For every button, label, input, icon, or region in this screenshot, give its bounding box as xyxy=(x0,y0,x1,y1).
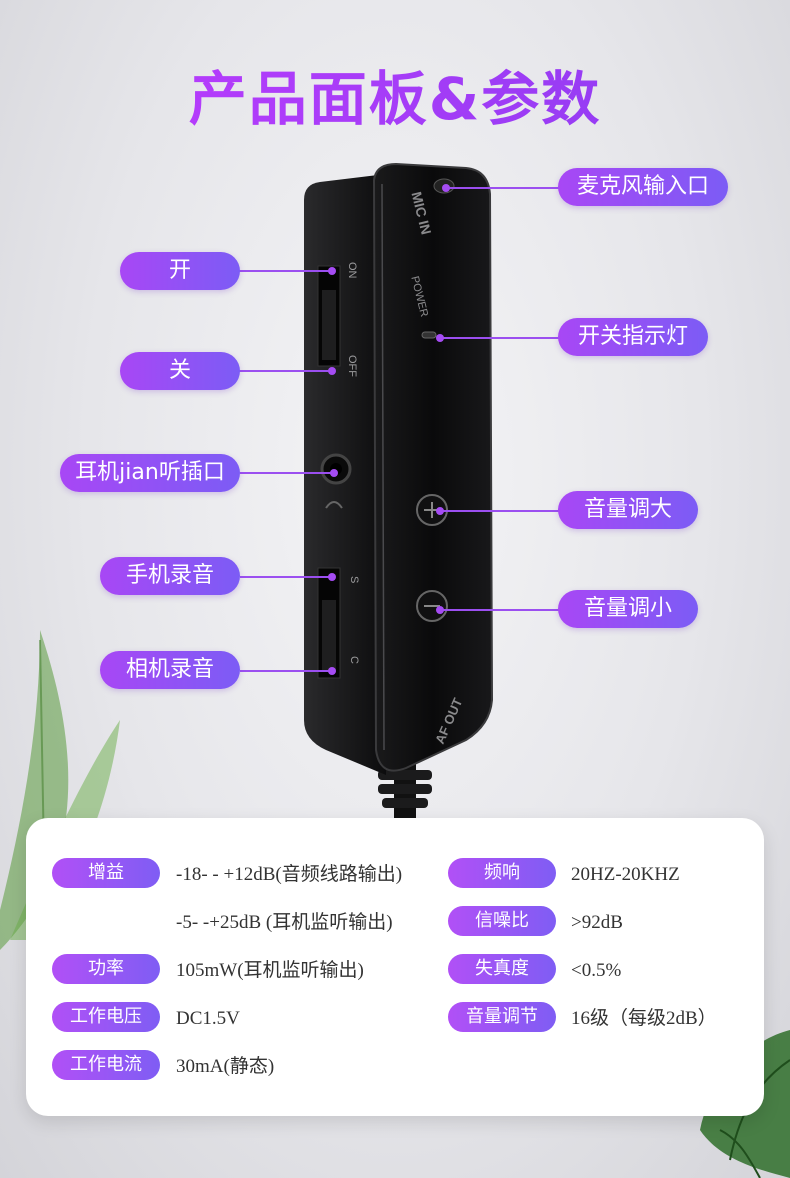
volume-up-callout-line xyxy=(440,510,560,512)
spec-label-voltage: 工作电压 xyxy=(52,1002,160,1032)
on-label: 开 xyxy=(120,252,240,290)
camera-record-label: 相机录音 xyxy=(100,651,240,689)
device-s-text: S xyxy=(348,576,360,584)
headphone-callout-dot xyxy=(330,469,338,477)
mic-input-callout-dot xyxy=(442,184,450,192)
device-on-text: ON xyxy=(346,262,358,279)
phone-record-label: 手机录音 xyxy=(100,557,240,595)
spec-value-volume-steps: 16级（每级2dB） xyxy=(571,1008,717,1029)
page-title: 产品面板&参数 xyxy=(0,52,790,136)
on-callout-line xyxy=(238,270,332,272)
spec-label-frequency: 频响 xyxy=(448,858,556,888)
volume-down-label: 音量调小 xyxy=(558,590,698,628)
spec-label-power: 功率 xyxy=(52,954,160,984)
camera-record-callout-line xyxy=(240,670,332,672)
device-panel xyxy=(304,162,494,820)
spec-card: 增益 -18- - +12dB(音频线路输出) -5- -+25dB (耳机监听… xyxy=(26,818,764,1116)
spec-value-frequency: 20HZ-20KHZ xyxy=(571,864,680,885)
spec-value-power: 105mW(耳机监听输出) xyxy=(176,960,364,981)
phone-record-callout-dot xyxy=(328,573,336,581)
volume-down-callout-line xyxy=(440,609,560,611)
device-off-text: OFF xyxy=(346,355,358,377)
power-led-label: 开关指示灯 xyxy=(558,318,708,356)
off-label: 关 xyxy=(120,352,240,390)
spec-label-snr: 信噪比 xyxy=(448,906,556,936)
spec-value-gain-headphone: -5- -+25dB (耳机监听输出) xyxy=(176,912,393,933)
spec-value-current: 30mA(静态) xyxy=(176,1056,275,1077)
off-callout-dot xyxy=(328,367,336,375)
off-callout-line xyxy=(238,370,332,372)
spec-value-voltage: DC1.5V xyxy=(176,1008,240,1029)
spec-value-snr: >92dB xyxy=(571,912,623,933)
volume-down-callout-dot xyxy=(436,606,444,614)
mic-input-callout-line xyxy=(446,187,560,189)
volume-up-callout-dot xyxy=(436,507,444,515)
camera-record-callout-dot xyxy=(328,667,336,675)
power-led-callout-dot xyxy=(436,334,444,342)
device-c-text: C xyxy=(348,656,360,664)
spec-value-gain-line: -18- - +12dB(音频线路输出) xyxy=(176,864,403,885)
spec-value-distortion: <0.5% xyxy=(571,960,622,981)
headphone-jack-label: 耳机jian听插口 xyxy=(60,454,240,492)
phone-record-callout-line xyxy=(240,576,332,578)
spec-label-gain: 增益 xyxy=(52,858,160,888)
power-led-callout-line xyxy=(440,337,560,339)
mic-input-label: 麦克风输入口 xyxy=(558,168,728,206)
volume-up-label: 音量调大 xyxy=(558,491,698,529)
spec-label-distortion: 失真度 xyxy=(448,954,556,984)
on-callout-dot xyxy=(328,267,336,275)
spec-label-volume-steps: 音量调节 xyxy=(448,1002,556,1032)
spec-label-current: 工作电流 xyxy=(52,1050,160,1080)
headphone-callout-line xyxy=(240,472,332,474)
